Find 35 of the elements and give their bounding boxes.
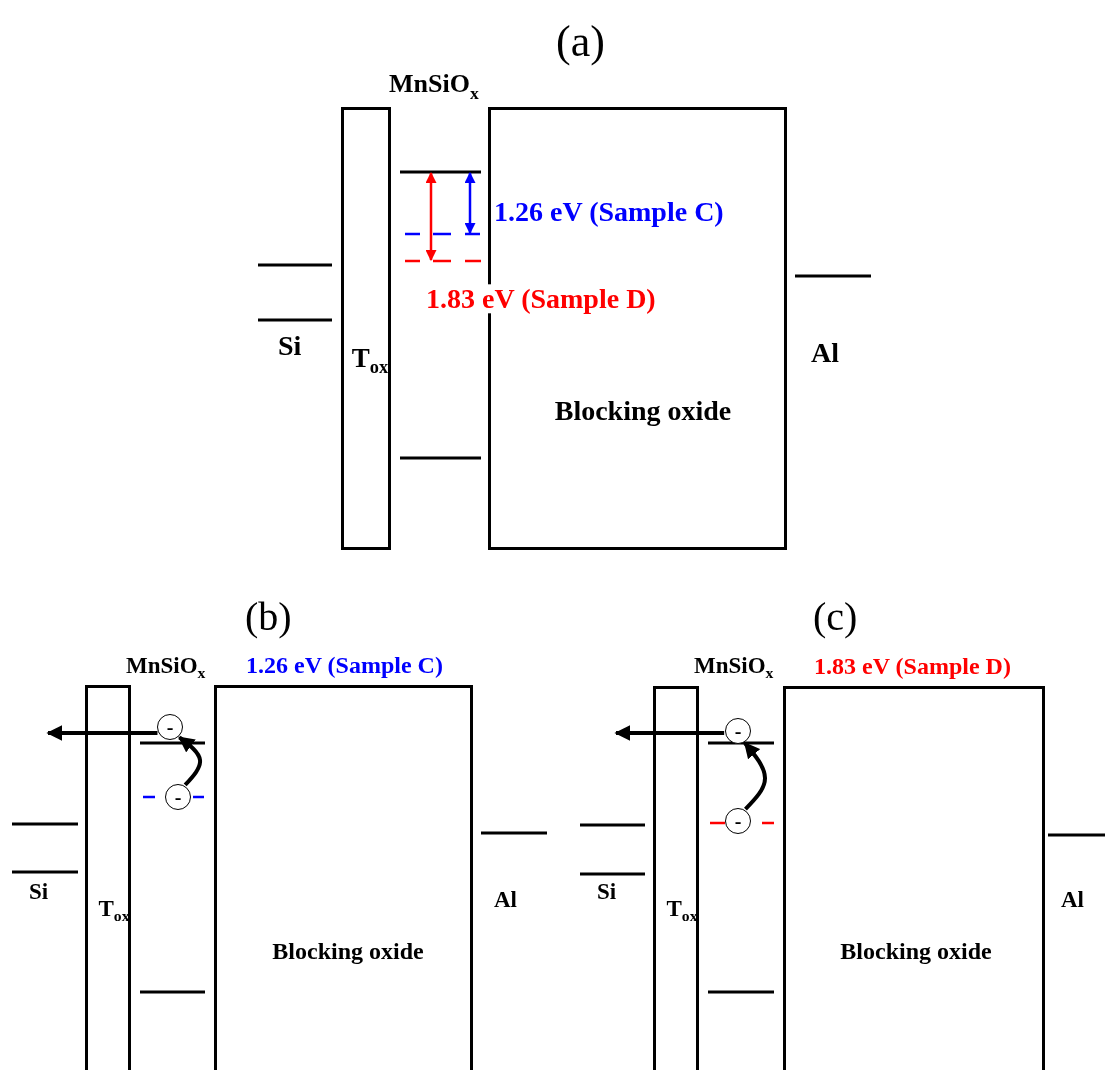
- text-label: MnSiO$_{x}$: [126, 653, 206, 679]
- text-label: 1.26 eV (Sample C): [494, 197, 724, 227]
- arrow: [178, 735, 202, 787]
- text-label: (b): [245, 596, 292, 638]
- band-box: [783, 686, 1045, 1070]
- layer-label: Blocking oxide: [272, 939, 424, 963]
- band-box: [653, 686, 699, 1070]
- text-label: MnSiO$_{x}$: [694, 653, 774, 679]
- text-label: 1.26 eV (Sample C): [246, 653, 443, 679]
- band-box: [85, 685, 131, 1070]
- text-label: (c): [813, 596, 858, 638]
- text-label: Al: [811, 338, 839, 368]
- layer-label: Blocking oxide: [840, 939, 992, 963]
- band-box: [214, 685, 473, 1070]
- text-label: Al: [1061, 887, 1084, 913]
- arrow: [46, 725, 158, 741]
- text-label: Si: [278, 331, 302, 361]
- electron-circle: -: [157, 714, 183, 740]
- text-label: (a): [556, 18, 605, 66]
- band-box: [341, 107, 391, 550]
- electron-circle: -: [725, 808, 751, 834]
- electron-circle: -: [165, 784, 191, 810]
- arrow: [743, 741, 767, 811]
- layer-label: T$_{ox}$: [351, 344, 389, 372]
- arrow: [614, 725, 725, 741]
- text-label: MnSiO$_{x}$: [389, 70, 479, 98]
- layer-label: Blocking oxide: [554, 397, 732, 425]
- text-label: 1.83 eV (Sample D): [814, 654, 1011, 680]
- text-label: Al: [494, 887, 517, 913]
- text-label: Si: [29, 879, 49, 905]
- text-label: 1.83 eV (Sample D): [426, 284, 656, 314]
- layer-label: T$_{ox}$: [98, 896, 130, 920]
- text-label: Si: [597, 879, 617, 905]
- electron-circle: -: [725, 718, 751, 744]
- layer-label: T$_{ox}$: [666, 896, 698, 920]
